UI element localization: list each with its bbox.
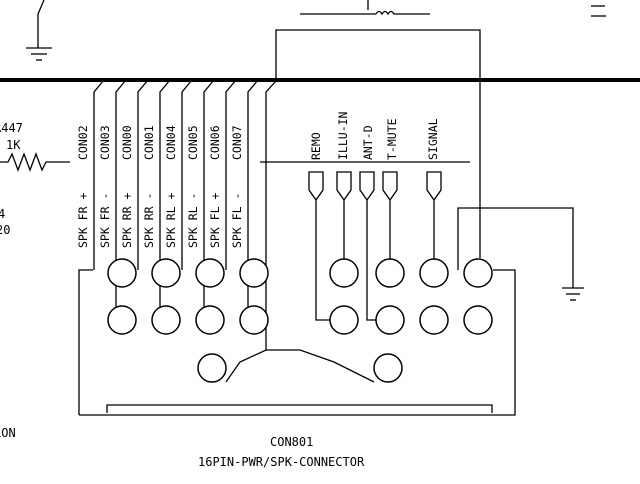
pin — [463, 258, 493, 288]
port-labels: REMO ILLU-IN ANT-D T-MUTE SIGNAL — [309, 111, 440, 160]
pin — [197, 353, 227, 383]
pin — [329, 258, 359, 288]
left-bottom-text: LON — [0, 426, 16, 440]
speaker-leads — [93, 79, 277, 350]
ground-symbol-top-left — [26, 0, 52, 61]
net-label: CON00 — [120, 125, 134, 160]
pin — [107, 305, 137, 335]
pin — [419, 258, 449, 288]
func-label: SPK FL + — [208, 193, 222, 248]
left-partial-bottom: 20 — [0, 223, 10, 237]
port-label-illu-in: ILLU-IN — [336, 111, 350, 160]
connector-ref: CON801 — [270, 435, 313, 449]
connector-description: 16PIN-PWR/SPK-CONNECTOR — [198, 455, 365, 469]
pin-row-1 — [107, 258, 493, 288]
func-label: SPK FL - — [230, 193, 244, 248]
ground-symbol-top-right — [591, 5, 606, 17]
pin — [239, 258, 269, 288]
pin — [195, 305, 225, 335]
pin — [463, 305, 493, 335]
pin — [239, 305, 269, 335]
pin-row-2 — [107, 305, 493, 335]
left-partial-top: 4 — [0, 207, 5, 221]
net-label: CON05 — [186, 125, 200, 160]
net-label: CON06 — [208, 125, 222, 160]
port-label-remo: REMO — [309, 132, 323, 160]
func-label: SPK FR - — [98, 193, 112, 248]
loop-wire — [275, 29, 481, 258]
speaker-labels: CON02 SPK FR + CON03 SPK FR - CON00 SPK … — [76, 125, 244, 248]
func-label: SPK RL - — [186, 193, 200, 248]
func-label: SPK RL + — [164, 193, 178, 248]
pin — [329, 305, 359, 335]
net-label: CON04 — [164, 125, 178, 160]
port-label-t-mute: T-MUTE — [385, 118, 399, 160]
resistor-value: 1K — [6, 138, 21, 152]
net-label: CON07 — [230, 125, 244, 160]
port-wires — [315, 200, 435, 321]
port-label-signal: SIGNAL — [426, 118, 440, 160]
pin — [195, 258, 225, 288]
net-label: CON02 — [76, 125, 90, 160]
pin — [151, 305, 181, 335]
ground-symbol-right — [457, 207, 584, 301]
pin — [373, 353, 403, 383]
inductor-coil — [300, 0, 430, 16]
pin — [107, 258, 137, 288]
net-label: CON01 — [142, 125, 156, 160]
func-label: SPK RR - — [142, 193, 156, 248]
func-label: SPK FR + — [76, 193, 90, 248]
port-label-ant-d: ANT-D — [361, 125, 375, 160]
func-label: SPK RR + — [120, 193, 134, 248]
resistor-r447: R447 1K — [0, 121, 70, 172]
pin — [151, 258, 181, 288]
port-flags — [308, 171, 442, 202]
pin — [375, 258, 405, 288]
resistor-ref: R447 — [0, 121, 23, 135]
connector-body — [78, 269, 516, 416]
net-label: CON03 — [98, 125, 112, 160]
pin — [419, 305, 449, 335]
pin — [375, 305, 405, 335]
power-pins — [197, 353, 403, 383]
